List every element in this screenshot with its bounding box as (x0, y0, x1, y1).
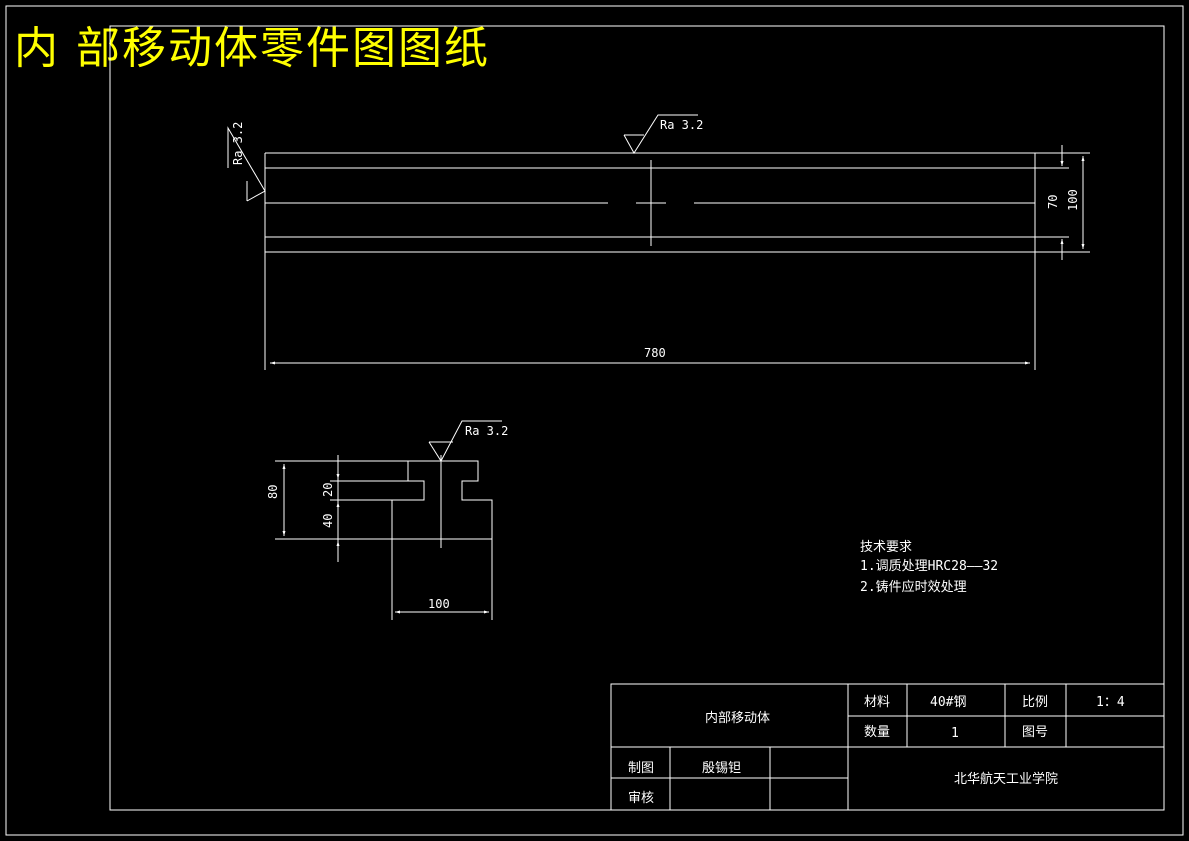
school-name: 北华航天工业学院 (954, 771, 1058, 787)
front-roughness-top-label: Ra 3.2 (660, 118, 703, 132)
drawing-number-label: 图号 (1022, 725, 1048, 740)
material-label: 材料 (864, 695, 890, 710)
side-slot-height-dimension: 20 (321, 483, 335, 497)
inner-border (109, 25, 1165, 811)
front-outer-height-dimension: 100 (1066, 189, 1080, 211)
tech-requirement-item: 1.调质处理HRC28——32 (860, 559, 998, 574)
tech-requirement-item: 2.铸件应时效处理 (860, 579, 967, 595)
roughness-symbol-top (623, 114, 698, 154)
drawn-by-name: 殷锡钽 (702, 761, 741, 776)
scale-value: 1：4 (1096, 695, 1125, 710)
side-roughness-label: Ra 3.2 (465, 424, 508, 438)
outer-border (5, 5, 1184, 836)
drawn-by-label: 制图 (628, 761, 654, 776)
roughness-symbol-side (428, 420, 502, 462)
title-block (610, 683, 1165, 811)
front-inner-height-dimension: 70 (1046, 195, 1060, 209)
quantity-value: 1 (951, 726, 959, 741)
roughness-symbol-left (227, 126, 266, 202)
tech-requirements-heading: 技术要求 (860, 540, 912, 555)
side-width-dimension: 100 (428, 597, 450, 611)
front-length-dimension: 780 (644, 346, 666, 360)
side-total-height-dimension: 80 (266, 485, 280, 499)
front-view (227, 114, 1090, 370)
side-view (275, 420, 502, 620)
part-name: 内部移动体 (705, 710, 770, 726)
side-lower-height-dimension: 40 (321, 514, 335, 528)
front-roughness-left-label: Ra 3.2 (231, 122, 245, 165)
scale-label: 比例 (1022, 695, 1048, 710)
page-title: 内 部移动体零件图图纸 (14, 23, 490, 74)
quantity-label: 数量 (864, 725, 890, 740)
checked-by-label: 审核 (628, 791, 654, 806)
material-value: 40#钢 (930, 695, 966, 710)
